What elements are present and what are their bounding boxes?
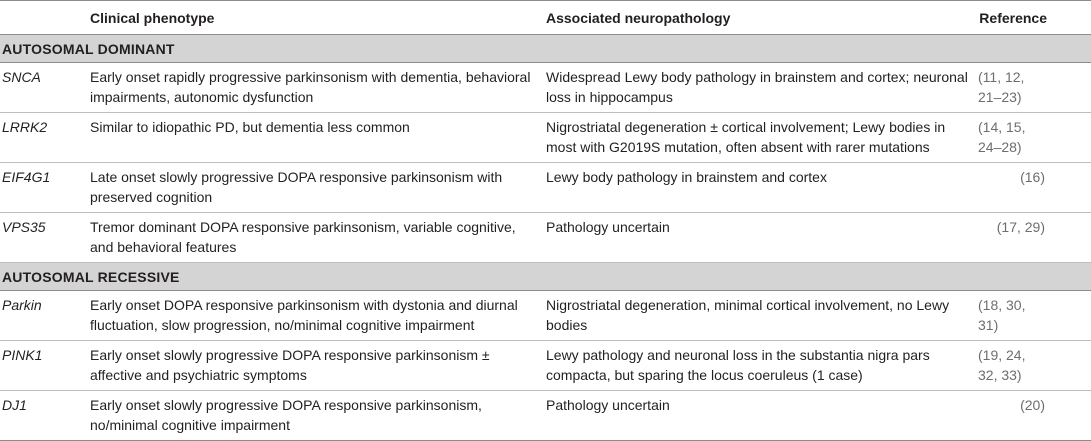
reference-cell: (19, 24, 32, 33) <box>974 340 1091 391</box>
pathology-cell: Nigrostriatal degeneration, minimal cort… <box>542 290 974 341</box>
phenotype-column-header: Clinical phenotype <box>86 0 542 35</box>
reference-cell: (16) <box>974 162 1091 213</box>
gene-cell: DJ1 <box>0 390 86 441</box>
reference-cell: (18, 30, 31) <box>974 290 1091 341</box>
reference-link[interactable]: (20) <box>1020 397 1045 413</box>
pathology-cell: Lewy pathology and neuronal loss in the … <box>542 340 974 391</box>
gene-cell: SNCA <box>0 62 86 113</box>
phenotype-cell: Tremor dominant DOPA responsive parkinso… <box>86 212 542 263</box>
pathology-cell: Nigrostriatal degeneration ± cortical in… <box>542 112 974 163</box>
reference-cell: (17, 29) <box>974 212 1091 263</box>
gene-cell: VPS35 <box>0 212 86 263</box>
section-header-autosomal-recessive: AUTOSOMAL RECESSIVE <box>0 262 1091 291</box>
reference-column-header: Reference <box>974 0 1091 35</box>
table-row: EIF4G1 Late onset slowly progressive DOP… <box>0 162 1091 213</box>
reference-cell: (20) <box>974 390 1091 441</box>
section-title: AUTOSOMAL RECESSIVE <box>0 262 1091 291</box>
gene-cell: LRRK2 <box>0 112 86 163</box>
phenotype-cell: Early onset rapidly progressive parkinso… <box>86 62 542 113</box>
gene-cell: PINK1 <box>0 340 86 391</box>
reference-link[interactable]: (14, 15, 24–28) <box>978 119 1026 155</box>
pathology-cell: Lewy body pathology in brainstem and cor… <box>542 162 974 213</box>
table-header-row: Clinical phenotype Associated neuropatho… <box>0 0 1091 35</box>
table-row: VPS35 Tremor dominant DOPA responsive pa… <box>0 212 1091 263</box>
gene-cell: Parkin <box>0 290 86 341</box>
table-row: LRRK2 Similar to idiopathic PD, but deme… <box>0 112 1091 163</box>
table-row: PINK1 Early onset slowly progressive DOP… <box>0 340 1091 391</box>
reference-link[interactable]: (18, 30, 31) <box>978 297 1026 333</box>
table-row: DJ1 Early onset slowly progressive DOPA … <box>0 390 1091 441</box>
table-row: SNCA Early onset rapidly progressive par… <box>0 62 1091 113</box>
pathology-column-header: Associated neuropathology <box>542 0 974 35</box>
reference-link[interactable]: (11, 12, 21–23) <box>978 69 1025 105</box>
reference-link[interactable]: (16) <box>1020 169 1045 185</box>
reference-cell: (11, 12, 21–23) <box>974 62 1091 113</box>
pathology-cell: Widespread Lewy body pathology in brains… <box>542 62 974 113</box>
phenotype-cell: Late onset slowly progressive DOPA respo… <box>86 162 542 213</box>
phenotype-cell: Early onset DOPA responsive parkinsonism… <box>86 290 542 341</box>
pathology-cell: Pathology uncertain <box>542 212 974 263</box>
pathology-cell: Pathology uncertain <box>542 390 974 441</box>
reference-link[interactable]: (19, 24, 32, 33) <box>978 347 1026 383</box>
phenotype-cell: Early onset slowly progressive DOPA resp… <box>86 390 542 441</box>
reference-link[interactable]: (17, 29) <box>996 219 1045 235</box>
section-title: AUTOSOMAL DOMINANT <box>0 34 1091 63</box>
section-header-autosomal-dominant: AUTOSOMAL DOMINANT <box>0 34 1091 63</box>
gene-cell: EIF4G1 <box>0 162 86 213</box>
phenotype-cell: Early onset slowly progressive DOPA resp… <box>86 340 542 391</box>
phenotype-cell: Similar to idiopathic PD, but dementia l… <box>86 112 542 163</box>
table-row: Parkin Early onset DOPA responsive parki… <box>0 290 1091 341</box>
reference-cell: (14, 15, 24–28) <box>974 112 1091 163</box>
gene-column-header <box>0 0 86 35</box>
